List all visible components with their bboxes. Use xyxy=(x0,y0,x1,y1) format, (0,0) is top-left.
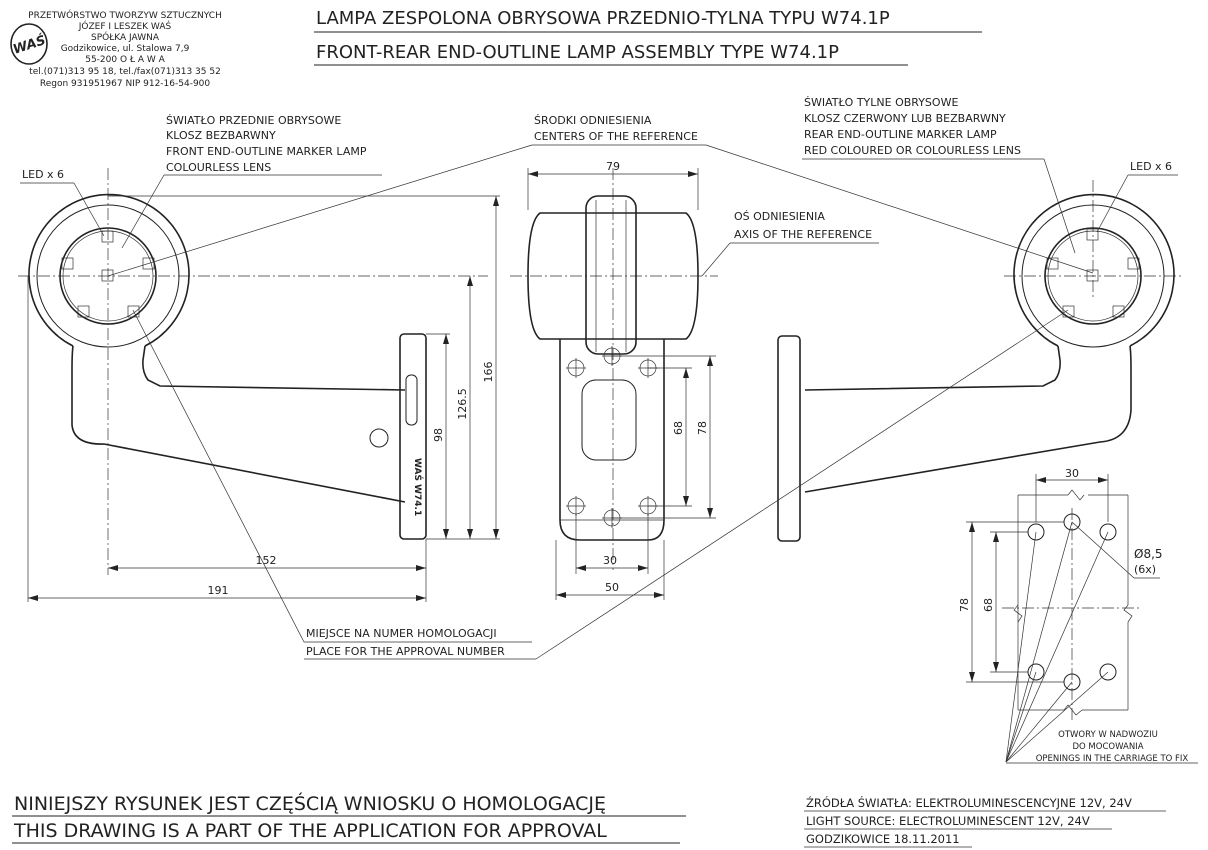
svg-text:30: 30 xyxy=(1065,467,1079,480)
axis-callout: OŚ ODNIESIENIA AXIS OF THE REFERENCE xyxy=(701,210,879,277)
front-lamp-callout: ŚWIATŁO PRZEDNIE OBRYSOWE KLOSZ BEZBARWN… xyxy=(121,114,382,249)
svg-text:FRONT END-OUTLINE MARKER LAMP: FRONT END-OUTLINE MARKER LAMP xyxy=(166,145,367,158)
svg-text:KLOSZ BEZBARWNY: KLOSZ BEZBARWNY xyxy=(166,129,276,142)
led-callout-right: LED x 6 xyxy=(1096,160,1178,233)
svg-text:166: 166 xyxy=(482,362,495,383)
title-pl: LAMPA ZESPOLONA OBRYSOWA PRZEDNIO-TYLNA … xyxy=(316,8,890,29)
led-cluster-rear xyxy=(1046,228,1140,318)
company-info: PRZETWÓRSTWO TWORZYW SZTUCZNYCH JÓZEF I … xyxy=(28,9,222,89)
svg-text:OTWORY W NADWOZIU: OTWORY W NADWOZIU xyxy=(1058,730,1158,740)
svg-text:ŚWIATŁO PRZEDNIE OBRYSOWE: ŚWIATŁO PRZEDNIE OBRYSOWE xyxy=(166,114,341,127)
svg-text:OPENINGS IN THE CARRIAGE TO FI: OPENINGS IN THE CARRIAGE TO FIX xyxy=(1036,754,1189,764)
housing-marking: WAŚ W74.1 xyxy=(412,458,424,516)
svg-text:152: 152 xyxy=(256,554,277,567)
hole-pattern-dimensions: 30 78 68 Ø8,5 (6x) xyxy=(958,467,1163,683)
rear-lamp-view xyxy=(777,180,1182,542)
approval-callout: MIEJSCE NA NUMER HOMOLOGACJI PLACE FOR T… xyxy=(132,309,1069,660)
svg-text:MIEJSCE NA NUMER HOMOLOGACJI: MIEJSCE NA NUMER HOMOLOGACJI xyxy=(306,627,497,640)
svg-text:78: 78 xyxy=(696,421,709,435)
svg-text:ŚRODKI ODNIESIENIA: ŚRODKI ODNIESIENIA xyxy=(534,114,652,127)
svg-text:79: 79 xyxy=(606,160,620,173)
openings-callout: OTWORY W NADWOZIU DO MOCOWANIA OPENINGS … xyxy=(1006,730,1198,764)
svg-text:AXIS OF THE REFERENCE: AXIS OF THE REFERENCE xyxy=(734,228,872,241)
svg-text:ŹRÓDŁA ŚWIATŁA: ELEKTROLUMINES: ŹRÓDŁA ŚWIATŁA: ELEKTROLUMINESCENCYJNE 1… xyxy=(806,795,1132,810)
title-en: FRONT-REAR END-OUTLINE LAMP ASSEMBLY TYP… xyxy=(316,42,839,63)
svg-text:Regon 931951967 NIP 912-16-54-: Regon 931951967 NIP 912-16-54-900 xyxy=(40,79,211,89)
svg-text:Ø8,5: Ø8,5 xyxy=(1134,547,1163,561)
front-view-dimensions: 166 126.5 98 152 191 xyxy=(27,195,500,602)
svg-text:REAR END-OUTLINE MARKER LAMP: REAR END-OUTLINE MARKER LAMP xyxy=(804,128,997,141)
svg-text:30: 30 xyxy=(603,554,617,567)
footer-info: ŹRÓDŁA ŚWIATŁA: ELEKTROLUMINESCENCYJNE 1… xyxy=(804,795,1166,848)
rear-lamp-callout: ŚWIATŁO TYLNE OBRYSOWE KLOSZ CZERWONY LU… xyxy=(802,96,1076,254)
led-callout-left: LED x 6 xyxy=(20,168,105,237)
side-view-dimensions: 79 68 78 30 50 xyxy=(527,160,716,600)
svg-text:COLOURLESS LENS: COLOURLESS LENS xyxy=(166,161,271,174)
svg-text:CENTERS OF THE REFERENCE: CENTERS OF THE REFERENCE xyxy=(534,130,698,143)
centers-callout: ŚRODKI ODNIESIENIA CENTERS OF THE REFERE… xyxy=(107,114,1094,277)
statement-pl: NINIEJSZY RYSUNEK JEST CZĘŚCIĄ WNIOSKU O… xyxy=(14,791,606,815)
footer-statement: NINIEJSZY RYSUNEK JEST CZĘŚCIĄ WNIOSKU O… xyxy=(12,791,686,844)
svg-text:LED x 6: LED x 6 xyxy=(1130,160,1172,173)
svg-text:78: 78 xyxy=(958,598,971,612)
svg-text:68: 68 xyxy=(672,421,685,435)
svg-text:ŚWIATŁO TYLNE OBRYSOWE: ŚWIATŁO TYLNE OBRYSOWE xyxy=(804,96,958,109)
svg-text:JÓZEF I LESZEK WAŚ: JÓZEF I LESZEK WAŚ xyxy=(78,20,172,32)
svg-text:LED x 6: LED x 6 xyxy=(22,168,64,181)
svg-text:Godzikowice, ul. Stalowa 7,9: Godzikowice, ul. Stalowa 7,9 xyxy=(61,44,190,54)
led-cluster xyxy=(61,230,155,318)
side-view xyxy=(510,168,718,570)
svg-text:PLACE FOR THE APPROVAL NUMBER: PLACE FOR THE APPROVAL NUMBER xyxy=(306,645,505,658)
svg-text:RED COLOURED OR COLOURLESS LEN: RED COLOURED OR COLOURLESS LENS xyxy=(804,144,1021,157)
svg-text:191: 191 xyxy=(208,584,229,597)
svg-text:55-200 O Ł A W A: 55-200 O Ł A W A xyxy=(85,55,165,65)
svg-text:KLOSZ CZERWONY LUB BEZBARWNY: KLOSZ CZERWONY LUB BEZBARWNY xyxy=(804,112,1006,125)
svg-text:DO MOCOWANIA: DO MOCOWANIA xyxy=(1072,742,1143,752)
logo-text: WAŚ xyxy=(11,32,48,58)
svg-text:SPÓŁKA JAWNA: SPÓŁKA JAWNA xyxy=(91,31,160,43)
svg-text:50: 50 xyxy=(605,581,619,594)
svg-text:68: 68 xyxy=(982,598,995,612)
svg-text:tel.(071)313 95 18, tel./fax(0: tel.(071)313 95 18, tel./fax(071)313 35 … xyxy=(29,67,221,77)
svg-text:126.5: 126.5 xyxy=(456,388,469,420)
front-lamp-view: WAŚ W74.1 xyxy=(18,168,488,575)
svg-text:GODZIKOWICE 18.11.2011: GODZIKOWICE 18.11.2011 xyxy=(806,832,960,846)
company-logo: WAŚ xyxy=(10,23,48,65)
svg-text:OŚ ODNIESIENIA: OŚ ODNIESIENIA xyxy=(734,210,825,223)
statement-en: THIS DRAWING IS A PART OF THE APPLICATIO… xyxy=(13,820,607,842)
mounting-hole-pattern xyxy=(1002,489,1160,763)
drawing-title: LAMPA ZESPOLONA OBRYSOWA PRZEDNIO-TYLNA … xyxy=(314,8,982,66)
mounting-holes xyxy=(566,346,658,528)
svg-text:98: 98 xyxy=(432,428,445,442)
svg-text:LIGHT SOURCE: ELECTROLUMINESCE: LIGHT SOURCE: ELECTROLUMINESCENT 12V, 24… xyxy=(806,814,1090,828)
svg-text:PRZETWÓRSTWO TWORZYW SZTUCZNYC: PRZETWÓRSTWO TWORZYW SZTUCZNYCH xyxy=(28,9,222,21)
svg-text:(6x): (6x) xyxy=(1134,563,1156,576)
